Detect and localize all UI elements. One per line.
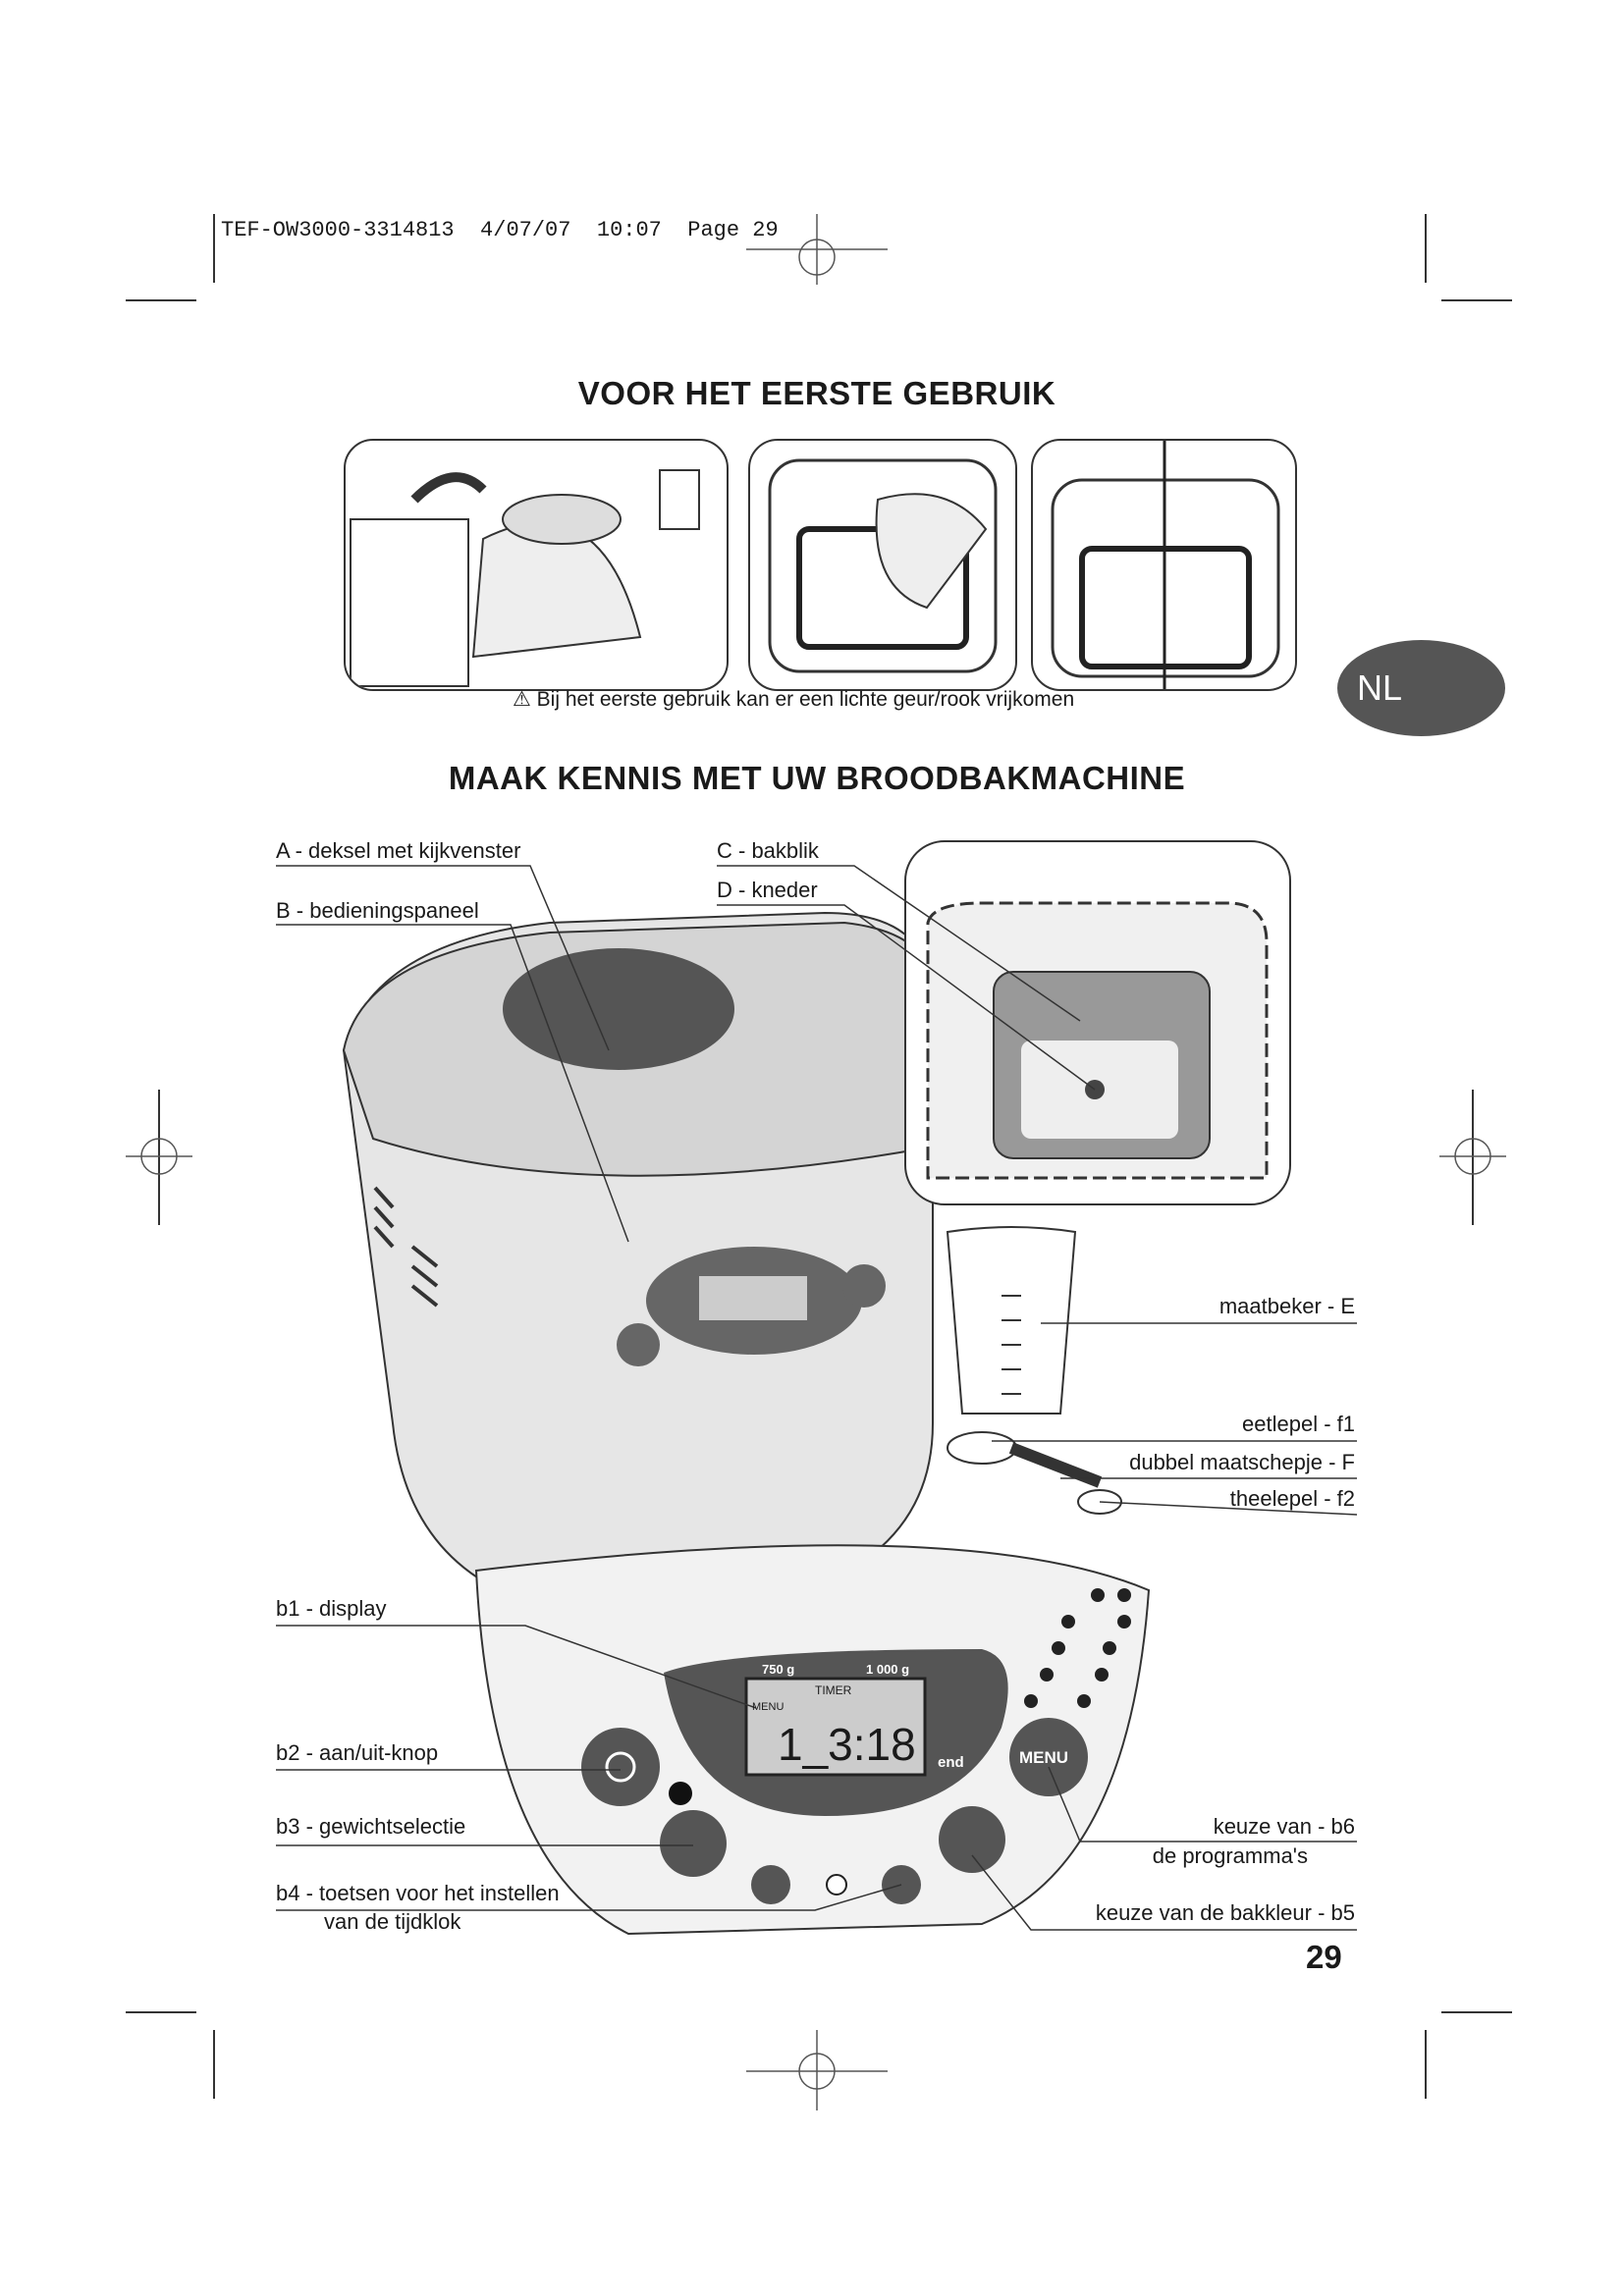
label-timer-keys-2: van de tijdklok [324, 1909, 461, 1934]
illustration-unpacking [344, 439, 729, 691]
display-menu: MENU [752, 1701, 785, 1713]
label-tablespoon: eetlepel - f1 [1242, 1412, 1355, 1436]
menu-button: MENU [1019, 1748, 1069, 1767]
label-measuring-cup: maatbeker - E [1218, 1294, 1355, 1318]
illustration-cleaning-pan [748, 439, 1017, 691]
label-timer-keys: b4 - toetsen voor het instellen [276, 1881, 560, 1905]
label-control-panel: B - bedieningspaneel [276, 898, 479, 923]
label-display: b1 - display [276, 1596, 387, 1621]
display-weight-1000: 1 000 g [866, 1662, 910, 1677]
language-badge: NL [1337, 640, 1505, 736]
label-lid: A - deksel met kijkvenster [276, 838, 521, 863]
warning-icon: ⚠ [513, 688, 531, 711]
label-kneader: D - kneder [717, 878, 818, 902]
illustration-cleaning-machine [1031, 439, 1297, 691]
label-baking-pan: C - bakblik [717, 838, 819, 863]
label-teaspoon: theelepel - f2 [1229, 1486, 1355, 1511]
display-time: 1_3:18 [778, 1719, 916, 1770]
warning-note: ⚠ Bij het eerste gebruik kan er een lich… [513, 687, 1074, 712]
label-crust-color: keuze van de bakkleur - b5 [1095, 1900, 1355, 1925]
label-weight-selection: b3 - gewichtselectie [276, 1814, 466, 1839]
section-title-first-use: VOOR HET EERSTE GEBRUIK [577, 375, 1056, 411]
label-power-button: b2 - aan/uit-knop [276, 1740, 439, 1765]
display-weight-750: 750 g [762, 1662, 795, 1677]
warning-text: Bij het eerste gebruik kan er een lichte… [536, 688, 1075, 711]
page-number: 29 [1306, 1939, 1342, 1975]
print-header: TEF-OW3000-3314813 4/07/07 10:07 Page 29 [221, 218, 779, 242]
display-timer: TIMER [815, 1683, 852, 1697]
display-end: end [938, 1754, 964, 1771]
label-program-selection: keuze van - b6 [1213, 1814, 1355, 1839]
label-double-spoon: dubbel maatschepje - F [1129, 1450, 1355, 1474]
section-title-machine: MAAK KENNIS MET UW BROODBAKMACHINE [448, 760, 1186, 796]
label-program-selection-2: de programma's [1152, 1843, 1308, 1868]
